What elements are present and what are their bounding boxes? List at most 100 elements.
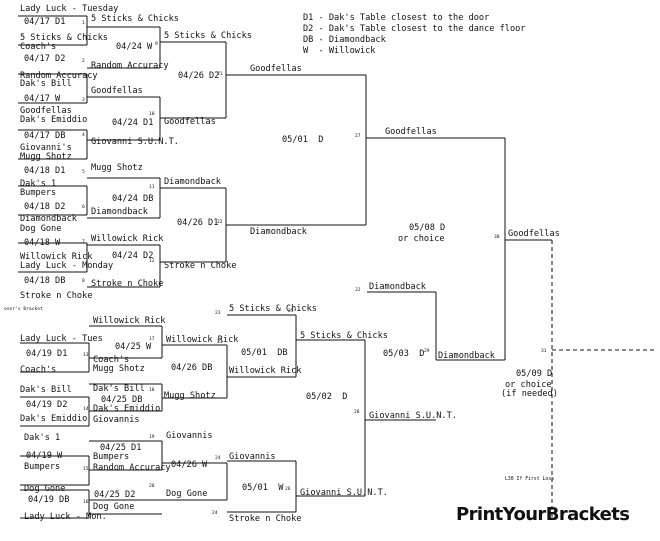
team-slot: Coach's [20, 365, 56, 375]
team-slot: Lady Luck - Tues [20, 334, 103, 344]
brand-logo: PrintYourBrackets [456, 504, 629, 525]
game-number: 28 [354, 409, 360, 415]
game-schedule: 04/25 D1 [100, 443, 141, 453]
game-number: 4 [82, 132, 85, 138]
game-schedule: 04/17 D2 [24, 54, 65, 64]
game-number: 24 [215, 455, 221, 461]
game-schedule: 05/08 D [409, 223, 445, 233]
game-number: 13 [83, 352, 89, 358]
game-number: 29 [424, 348, 430, 354]
team-slot: Lady Luck - Mon. [24, 512, 107, 522]
team-slot: Mugg Shotz [93, 364, 145, 374]
team-slot: Goodfellas [20, 106, 72, 116]
game-schedule: 04/24 DB [112, 194, 153, 204]
team-slot: Mugg Shotz [20, 152, 72, 162]
losers-bracket-lines [20, 314, 436, 519]
team-slot: Diamondback [250, 227, 308, 237]
game-schedule: 05/01 DB [241, 348, 288, 358]
game-schedule: 04/17 D1 [24, 17, 65, 27]
game-schedule: 04/26 W [171, 460, 208, 470]
team-slot: Bumpers [20, 188, 56, 198]
game-schedule: 05/01 W [242, 483, 284, 493]
team-slot: Goodfellas [250, 64, 302, 74]
losers-bracket-text: oser's Bracket Lady Luck - Tues 04/19 D1… [4, 282, 554, 524]
winners-round4: Goodfellas Diamondback 05/01 D 27 [250, 64, 361, 237]
game-number: 12 [149, 258, 155, 264]
team-slot: Lady Luck - Tuesday [20, 4, 118, 14]
game-number: 24 [212, 510, 218, 516]
game-number: 22 [217, 219, 223, 225]
game-schedule-alt: (if needed) [501, 389, 558, 399]
team-slot: Dak's Bill [20, 385, 72, 395]
game-number: 16 [83, 499, 89, 505]
game-number: 8 [82, 278, 85, 284]
team-slot: Goodfellas [164, 117, 216, 127]
team-slot: Dog Gone [24, 484, 65, 494]
team-slot: Coach's [20, 42, 56, 52]
team-slot: Goodfellas [508, 229, 560, 239]
game-number: 22 [355, 287, 361, 293]
game-number: 18 [149, 387, 155, 393]
legend-w: W - Willowick [303, 46, 376, 56]
team-slot: Random Accuracy [91, 61, 169, 71]
game-number: 30 [494, 234, 500, 240]
team-slot: Dak's Emiddio [20, 115, 87, 125]
team-slot: Dak's Bill [93, 384, 145, 394]
legend: D1 - Dak's Table closest to the door D2 … [303, 13, 525, 56]
legend-d1: D1 - Dak's Table closest to the door [303, 13, 489, 23]
winners-bracket-lines [18, 15, 655, 520]
game-schedule: 05/01 D [282, 135, 323, 145]
game-schedule: 04/18 D1 [24, 166, 65, 176]
game-schedule: 04/19 D2 [26, 400, 67, 410]
game-schedule: 04/25 W [115, 342, 152, 352]
game-schedule-alt: or choice [398, 234, 445, 244]
game-number: 31 [541, 348, 547, 354]
game-number: 3 [82, 97, 85, 103]
game-schedule: 04/26 DB [171, 363, 212, 373]
team-slot: Giovanni S.U.N.T. [91, 137, 179, 147]
game-schedule: 04/17 DB [24, 131, 65, 141]
legend-db: DB - Diamondback [303, 35, 387, 45]
game-number: 2 [82, 58, 85, 64]
game-number: 7 [82, 239, 85, 245]
game-number: 10 [149, 111, 155, 117]
team-slot: Diamondback [438, 351, 496, 361]
team-slot: 5 Sticks & Chicks [91, 14, 179, 24]
team-slot: Giovanni S.U.N.T. [300, 488, 388, 498]
team-slot: Dog Gone [166, 489, 207, 499]
team-slot: Mugg Shotz [91, 163, 143, 173]
team-slot: 5 Sticks & Chicks [164, 31, 252, 41]
game-schedule-alt: or choice [505, 380, 552, 390]
game-number: 5 [82, 169, 85, 175]
team-slot: Goodfellas [385, 127, 437, 137]
team-slot: Willowick Rick [91, 234, 164, 244]
team-slot: Dog Gone [20, 224, 61, 234]
team-slot: Willowick Rick [20, 252, 93, 262]
team-slot: Giovannis [229, 452, 276, 462]
game-number: 21 [217, 71, 223, 77]
team-slot: Dak's 1 [24, 433, 60, 443]
team-slot: Random Accuracy [93, 463, 171, 473]
game-schedule: 05/09 D [516, 369, 552, 379]
game-number: 26 [285, 486, 291, 492]
game-schedule: 04/18 D2 [24, 202, 65, 212]
game-schedule: 04/18 DB [24, 276, 65, 286]
team-slot: Willowick Rick [93, 316, 166, 326]
game-schedule: 04/19 DB [28, 495, 69, 505]
game-schedule: 04/25 DB [101, 395, 142, 405]
team-slot: Stroke n Choke [164, 261, 236, 271]
game-number: 20 [149, 483, 155, 489]
team-slot: Dak's Emiddio [20, 414, 87, 424]
game-schedule: 05/02 D [306, 392, 347, 402]
game-number: 19 [149, 434, 155, 440]
game-schedule: 04/19 W [26, 451, 63, 461]
team-slot: Diamondback [20, 214, 78, 224]
game-schedule: 04/26 D2 [178, 71, 219, 81]
game-schedule: 04/26 D1 [177, 218, 218, 228]
winners-round1: Lady Luck - Tuesday 5 Sticks & Chicks 04… [20, 4, 179, 301]
legend-d2: D2 - Dak's Table closest to the dance fl… [303, 24, 525, 34]
team-slot: Dog Gone [93, 502, 134, 512]
game-schedule: 04/19 D1 [26, 349, 67, 359]
game-schedule: 05/03 D [383, 349, 424, 359]
